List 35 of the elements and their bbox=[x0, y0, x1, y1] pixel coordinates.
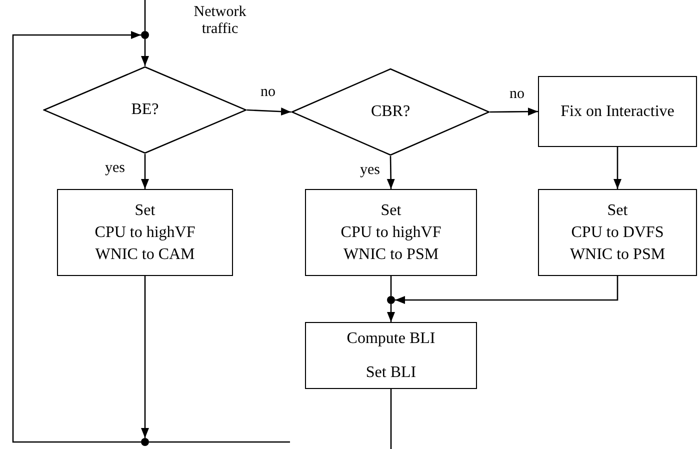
arrow bbox=[614, 147, 622, 189]
box-text: Set BLI bbox=[366, 362, 416, 382]
arrow bbox=[141, 39, 149, 66]
arrow bbox=[246, 108, 292, 116]
process-box bbox=[57, 189, 233, 276]
connector-line bbox=[390, 276, 392, 296]
box-text: CPU to DVFS bbox=[571, 222, 664, 242]
arrow bbox=[490, 108, 538, 116]
box-text: WNIC to PSM bbox=[570, 244, 666, 264]
box-text: CPU to highVF bbox=[94, 222, 196, 242]
decision-diamond bbox=[43, 66, 247, 154]
box-text: Set bbox=[134, 200, 156, 220]
box-text: CPU to highVF bbox=[340, 222, 442, 242]
process-box bbox=[305, 322, 477, 389]
arrow bbox=[12, 31, 141, 443]
decision-text: BE? bbox=[131, 100, 159, 120]
box-text: Compute BLI bbox=[346, 328, 436, 348]
box-text: WNIC to CAM bbox=[95, 244, 195, 264]
connector-line bbox=[390, 389, 392, 449]
arrow bbox=[395, 276, 618, 304]
process-box bbox=[538, 76, 697, 147]
box-text: WNIC to PSM bbox=[343, 244, 439, 264]
process-box bbox=[305, 189, 477, 276]
decision-diamond bbox=[291, 68, 490, 156]
arrow bbox=[141, 276, 149, 438]
arrow bbox=[141, 154, 149, 189]
process-box bbox=[538, 189, 697, 276]
box-text: Set bbox=[607, 200, 628, 220]
arrow bbox=[387, 304, 395, 322]
box-text: Set bbox=[380, 200, 402, 220]
box-text: Fix on Interactive bbox=[560, 102, 674, 122]
connector-line bbox=[149, 441, 290, 443]
connector-line bbox=[144, 0, 146, 31]
decision-text: CBR? bbox=[370, 102, 410, 122]
arrow bbox=[386, 156, 395, 189]
